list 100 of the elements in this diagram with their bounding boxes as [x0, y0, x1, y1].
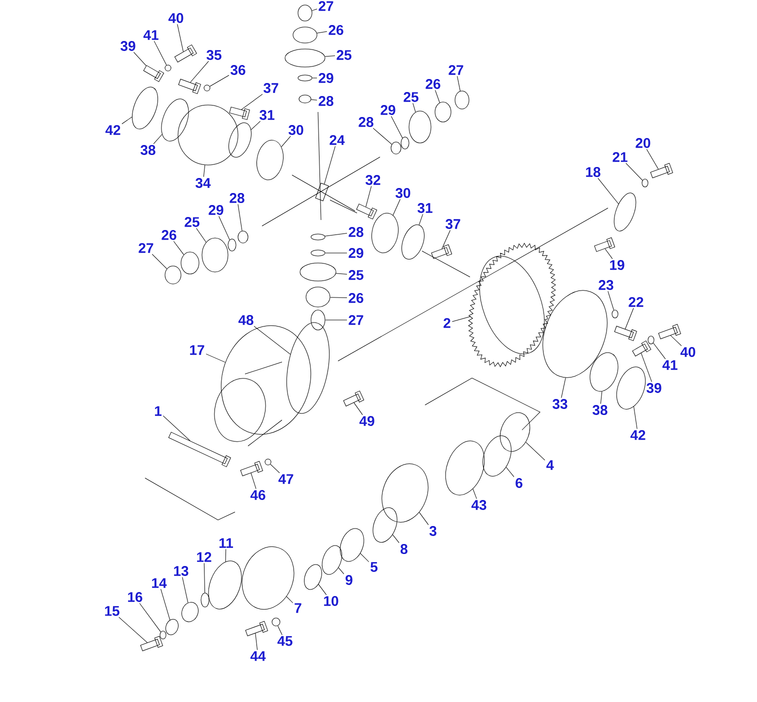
leader-line	[173, 240, 184, 255]
leader-line	[190, 60, 209, 83]
callout-number: 28	[358, 117, 374, 127]
leader-line	[241, 94, 263, 110]
leader-line	[270, 464, 280, 474]
leader-line	[118, 616, 148, 643]
callout-number: 26	[348, 293, 364, 303]
part-ellipse	[180, 252, 200, 274]
part-ellipse	[434, 102, 452, 122]
leader-line	[250, 472, 256, 490]
callout-number: 38	[140, 145, 156, 155]
leader-line	[366, 186, 372, 208]
leader-line	[434, 90, 440, 103]
bolt	[650, 163, 673, 178]
leader-line	[162, 416, 190, 442]
part-ellipse	[310, 234, 326, 240]
callout-number: 37	[264, 83, 278, 93]
leader-line	[392, 198, 400, 216]
bolt	[143, 65, 164, 82]
callout-number: 32	[366, 175, 380, 185]
callout-number: 44	[250, 651, 266, 661]
callout-number: 42	[105, 125, 120, 135]
leader-line	[122, 116, 132, 124]
callout-number: 26	[328, 25, 344, 35]
leader-line	[624, 308, 634, 330]
part-ellipse	[200, 592, 210, 608]
gear	[468, 243, 556, 367]
leader-line	[286, 596, 294, 604]
part-ellipse	[238, 230, 248, 244]
callout-number: 30	[396, 188, 410, 198]
leader-line	[324, 55, 336, 57]
leader-line	[255, 633, 258, 650]
callout-number: 29	[318, 73, 334, 83]
leader-line	[360, 553, 370, 562]
leader-line	[318, 584, 327, 596]
bolt	[229, 106, 250, 120]
callout-number: 29	[348, 248, 364, 258]
callout-number: 29	[380, 105, 396, 115]
part-ellipse	[298, 4, 312, 22]
callout-number: 27	[318, 1, 334, 11]
leader-line	[418, 214, 424, 226]
bolt	[168, 432, 231, 468]
callout-number: 28	[348, 227, 364, 237]
part-ellipse	[300, 262, 336, 282]
leader-line	[206, 354, 226, 363]
callout-number: 25	[404, 92, 418, 102]
part-ellipse	[310, 310, 326, 330]
callout-number: 27	[138, 243, 154, 253]
callout-number: 16	[128, 592, 142, 602]
leader-line	[634, 406, 638, 430]
callout-number: 42	[630, 430, 646, 440]
part-ellipse	[642, 178, 648, 188]
callout-number: 49	[359, 416, 374, 426]
callout-number: 25	[336, 50, 352, 60]
callout-number: 11	[219, 538, 234, 548]
bolt	[174, 44, 197, 62]
callout-number: 35	[206, 50, 222, 60]
callout-number: 41	[662, 360, 678, 370]
leader-line	[392, 534, 400, 544]
leader-line	[250, 120, 261, 130]
part-ellipse	[178, 104, 238, 166]
callout-number: 26	[426, 79, 440, 89]
callout-number: 15	[105, 606, 120, 616]
leader-line	[254, 326, 291, 355]
callout-number: 38	[592, 405, 608, 415]
leader-line	[608, 290, 614, 310]
bolt	[178, 78, 201, 94]
part-ellipse	[298, 74, 312, 82]
leader-line	[419, 512, 429, 526]
callout-number: 30	[288, 125, 304, 135]
leader-line	[472, 488, 477, 500]
leader-line	[278, 626, 282, 636]
callout-number: 20	[636, 138, 650, 148]
callout-number: 37	[446, 219, 460, 229]
part-ellipse	[221, 326, 312, 434]
leader-line	[218, 216, 230, 240]
part-ellipse	[164, 266, 182, 284]
leader-line	[225, 548, 226, 562]
leader-line	[506, 466, 514, 478]
callout-number: 31	[418, 203, 432, 213]
bolt	[356, 204, 378, 220]
callout-number: 29	[208, 205, 224, 215]
leader-line	[203, 164, 206, 178]
leader-line	[210, 75, 230, 87]
leader-line	[526, 442, 546, 460]
leader-line	[600, 391, 602, 404]
callout-number: 13	[174, 566, 188, 576]
callout-number: 27	[348, 315, 364, 325]
leader-line	[338, 567, 344, 574]
callout-number: 7	[294, 603, 302, 613]
bolt	[245, 621, 268, 636]
leader-line	[452, 316, 471, 322]
bolt	[632, 340, 652, 356]
bolt	[140, 636, 163, 652]
callout-number: 43	[471, 500, 486, 510]
leader-line	[238, 204, 242, 232]
callout-number: 27	[448, 65, 464, 75]
callout-number: 40	[168, 13, 184, 23]
leader-line	[412, 102, 416, 112]
spider-block	[315, 182, 329, 202]
